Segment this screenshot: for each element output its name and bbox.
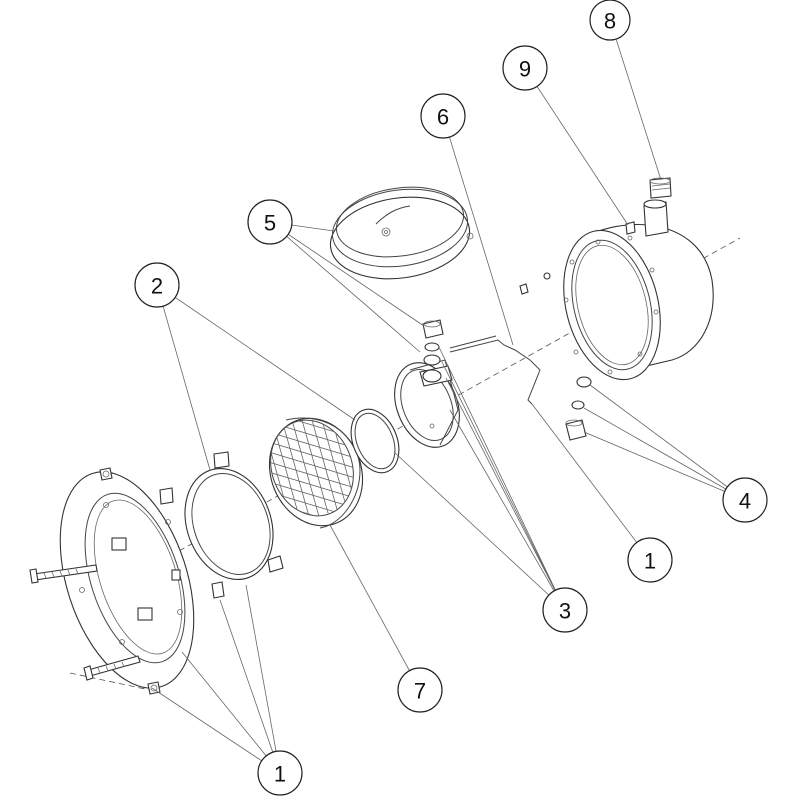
callout-8: 8 (589, 0, 631, 41)
callout-label: 5 (264, 211, 276, 236)
callout-label: 6 (437, 105, 449, 130)
callout-9: 9 (502, 45, 548, 91)
callout-5: 5 (247, 199, 293, 245)
gland-stack (422, 319, 444, 383)
bottom-fittings (565, 376, 592, 441)
leader-lines (151, 19, 746, 774)
retaining-ring (159, 451, 284, 599)
o-ring (350, 408, 400, 474)
screw-axis-lower (69, 672, 151, 691)
cable (449, 335, 541, 405)
callout-3: 3 (542, 587, 588, 633)
mesh-lens (256, 407, 364, 529)
callout-label: 3 (559, 599, 571, 624)
niche-housing (563, 221, 714, 381)
callout-1-left: 1 (257, 750, 303, 796)
callout-label: 2 (151, 274, 163, 299)
flange-nut-upper (99, 467, 113, 481)
gland-nut-top (649, 177, 672, 199)
callout-label: 8 (604, 9, 616, 34)
callout-label: 7 (414, 679, 426, 704)
callout-label: 9 (519, 57, 531, 82)
callout-6: 6 (420, 93, 466, 139)
callout-label: 1 (644, 549, 656, 574)
callout-2: 2 (134, 262, 180, 308)
flange-screw-upper (29, 564, 98, 584)
callout-7: 7 (397, 667, 443, 713)
flange-screw-lower (83, 655, 141, 681)
front-flange (59, 471, 195, 689)
lamp-holder (394, 359, 460, 448)
conduit-spigot (643, 199, 669, 237)
callout-label: 4 (739, 489, 751, 514)
callout-label: 1 (274, 762, 286, 787)
callout-4: 4 (722, 477, 768, 523)
housing-small-screw (519, 272, 551, 295)
lamp-unit (329, 186, 474, 280)
callout-1-right: 1 (627, 537, 673, 583)
